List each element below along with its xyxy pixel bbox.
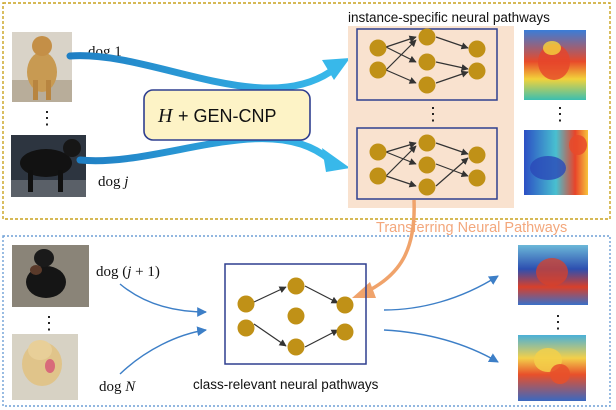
dog-j-heatmap bbox=[524, 130, 588, 195]
dog-j-plus-1-photo bbox=[12, 245, 89, 307]
dog-j-label: dog j bbox=[98, 174, 128, 190]
model-h-symbol: H bbox=[157, 105, 174, 127]
instance-network-ellipsis: ⋮ bbox=[424, 104, 442, 124]
dog-j-plus-1-label: dog (j + 1) bbox=[96, 264, 160, 280]
transfer-arrow-head bbox=[352, 282, 376, 298]
top-input-arrow-lower-head bbox=[322, 148, 350, 172]
top-output-ellipsis: ⋮ bbox=[551, 104, 569, 124]
class-network bbox=[224, 263, 367, 365]
transfer-arrow bbox=[365, 199, 416, 294]
top-input-ellipsis: ⋮ bbox=[38, 108, 56, 128]
bottom-output-arrow-upper bbox=[383, 275, 499, 311]
bottom-output-ellipsis: ⋮ bbox=[549, 312, 567, 332]
top-input-arrow-lower bbox=[76, 135, 334, 165]
dog-n-photo bbox=[12, 334, 78, 400]
dog-n-heatmap bbox=[518, 335, 586, 401]
class-pathways-label: class-relevant neural pathways bbox=[193, 377, 379, 392]
dog-1-photo bbox=[12, 32, 72, 102]
top-input-arrow-upper-head bbox=[322, 58, 350, 80]
top-input-arrow-upper bbox=[66, 52, 334, 92]
bottom-section-border bbox=[2, 235, 611, 407]
bottom-input-ellipsis: ⋮ bbox=[40, 313, 58, 333]
dog-j-plus-1-heatmap bbox=[518, 245, 588, 305]
top-section-border bbox=[2, 2, 611, 220]
bottom-input-arrow-upper bbox=[119, 283, 207, 317]
instance-network-1 bbox=[356, 28, 498, 101]
instance-pathways-label: instance-specific neural pathways bbox=[348, 10, 550, 25]
transfer-label: Transferring Neural Pathways bbox=[376, 220, 567, 236]
dog-1-heatmap bbox=[524, 30, 586, 100]
model-name: + GEN-CNP bbox=[178, 106, 277, 126]
dog-n-label: dog N bbox=[99, 379, 136, 395]
model-box bbox=[143, 89, 311, 141]
instance-network-2 bbox=[356, 127, 498, 200]
bottom-output-arrow-lower bbox=[383, 329, 499, 363]
dog-j-photo bbox=[11, 135, 86, 197]
bottom-input-arrow-lower bbox=[119, 326, 207, 375]
